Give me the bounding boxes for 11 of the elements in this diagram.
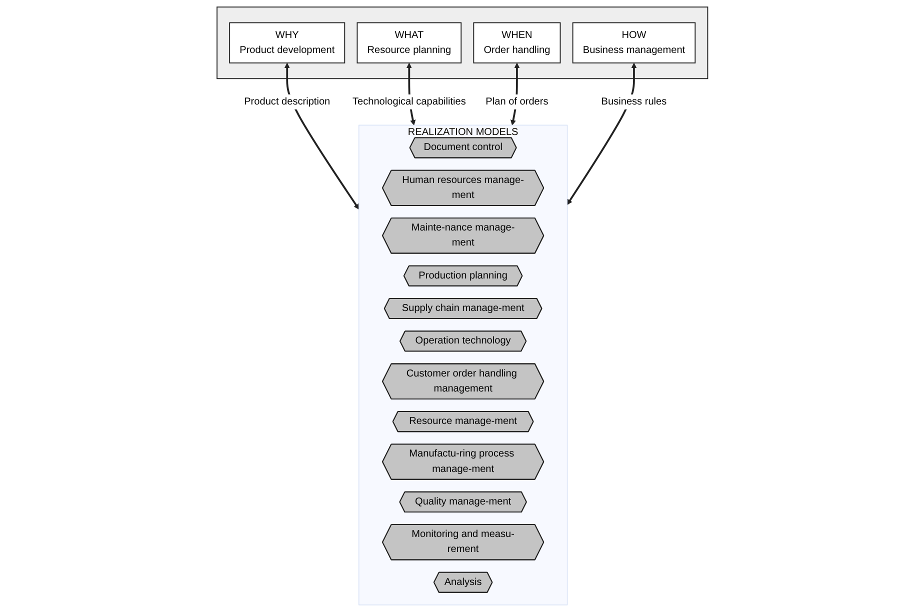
node-box: WHAT Resource planning [356,22,462,64]
cluster [216,6,708,80]
node-box: WHEN Order handling [472,22,560,64]
node-box: WHY Product development [228,22,345,64]
edge-label: Technological capabilities [352,96,466,107]
edge-label: Plan of orders [485,96,548,107]
arrow [566,62,636,205]
edge-label: Business rules [600,96,666,107]
edge-label: Product description [244,96,330,107]
node-box: HOW Business management [572,22,696,64]
arrow [284,62,359,210]
